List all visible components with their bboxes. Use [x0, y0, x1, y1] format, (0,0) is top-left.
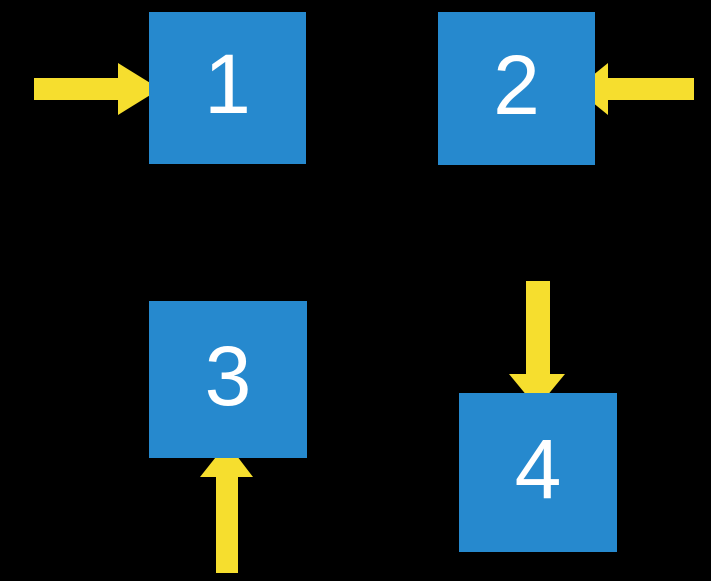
node-label-1: 1 — [204, 37, 251, 131]
node-box-4[interactable]: 4 — [459, 393, 617, 552]
arrow-right-icon — [34, 63, 160, 115]
arrow-down-icon — [509, 281, 565, 408]
node-box-3[interactable]: 3 — [149, 301, 307, 458]
node-box-1[interactable]: 1 — [149, 12, 306, 164]
arrow-down-into-node-4 — [509, 281, 565, 408]
node-label-3: 3 — [204, 328, 252, 423]
arrow-right-into-node-1 — [34, 63, 160, 115]
arrow-up-into-node-3 — [200, 443, 253, 573]
arrow-left-icon — [576, 63, 694, 115]
arrow-up-icon — [200, 443, 253, 573]
arrow-left-into-node-2 — [576, 63, 694, 115]
node-label-4: 4 — [514, 421, 562, 516]
node-label-2: 2 — [493, 37, 540, 132]
node-box-2[interactable]: 2 — [438, 12, 595, 165]
